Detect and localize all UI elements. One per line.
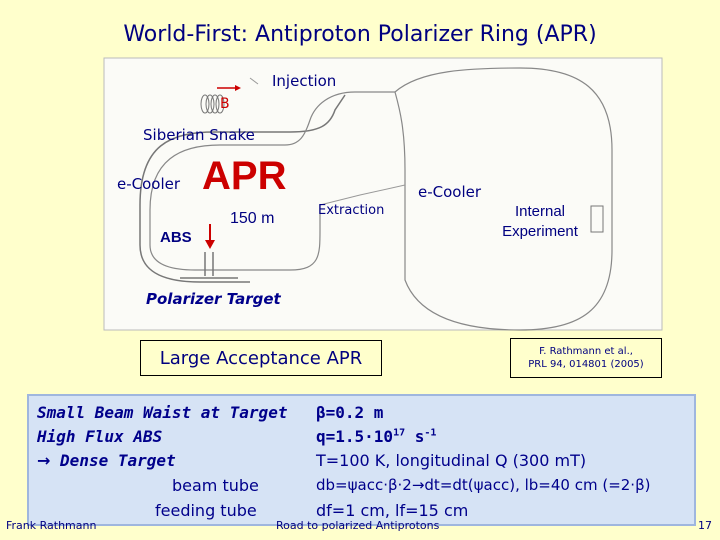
internal-experiment-label-line2: Experiment (502, 223, 578, 240)
ring-path-left-lower (139, 205, 250, 283)
q-unit-exponent: -1 (424, 427, 437, 439)
abs-label: ABS (160, 229, 192, 246)
extraction-label: Extraction (318, 203, 385, 218)
reference-box: F. Rathmann et al., PRL 94, 014801 (2005… (510, 338, 662, 378)
center-footer: Road to polarized Antiprotons (276, 519, 440, 532)
page-number: 17 (698, 519, 712, 532)
ring-path-right (394, 67, 613, 331)
beam-tube-label: beam tube (172, 476, 259, 495)
abs-arrowhead (205, 240, 215, 249)
large-acceptance-label: Large Acceptance APR (159, 347, 363, 369)
e-cooler-right-label: e-Cooler (418, 183, 482, 201)
injection-line (249, 77, 259, 85)
large-acceptance-box: Large Acceptance APR (140, 340, 382, 376)
reference-line2: PRL 94, 014801 (2005) (528, 359, 644, 370)
q-prefix: q=1.5·10 (316, 427, 394, 446)
b-vector-label: B (220, 96, 230, 112)
internal-experiment-label-line1: Internal (514, 203, 566, 220)
feature-small-beam-waist: Small Beam Waist at Target (37, 403, 288, 422)
feeding-tube-label: feeding tube (155, 501, 257, 520)
feature-dense-target: → Dense Target (37, 451, 176, 470)
slide-title: World-First: Antiproton Polarizer Ring (… (123, 22, 597, 47)
ring-path-inner-lower (149, 210, 250, 271)
extraction-line (319, 184, 406, 206)
injection-label: Injection (272, 72, 337, 90)
temperature-line: T=100 K, longitudinal Q (300 mT) (316, 451, 587, 470)
arrow-icon: → (37, 451, 51, 470)
ring-path-connection (250, 205, 321, 271)
reference-line1: F. Rathmann et al., (539, 346, 633, 357)
dense-target-label: Dense Target (60, 451, 176, 470)
internal-experiment-box (590, 205, 604, 233)
siberian-snake-label: Siberian Snake (143, 126, 255, 144)
diagram-background (103, 57, 663, 331)
df-line: df=1 cm, lf=15 cm (316, 501, 469, 520)
beta-value: β=0.2 m (316, 403, 384, 422)
q-unit: s (405, 427, 425, 446)
e-cooler-left-label: e-Cooler (117, 175, 181, 193)
distance-label: 150 m (230, 210, 275, 227)
parameters-box (27, 394, 696, 526)
ring-path-left-upper (139, 94, 346, 206)
polarizer-target-label: Polarizer Target (146, 290, 281, 308)
siberian-snake-coil (200, 94, 225, 114)
q-value: q=1.5·1017 s-1 (316, 427, 436, 446)
feature-high-flux-abs: High Flux ABS (37, 427, 163, 446)
b-vector-arrowhead (235, 85, 241, 91)
ring-path-inner-upper (149, 91, 395, 211)
db-line: db=ψacc·β·2→dt=dt(ψacc), lb=40 cm (=2·β) (316, 476, 651, 494)
author-footer: Frank Rathmann (6, 519, 97, 532)
q-exponent: 17 (393, 427, 406, 439)
apr-label: APR (202, 154, 287, 198)
